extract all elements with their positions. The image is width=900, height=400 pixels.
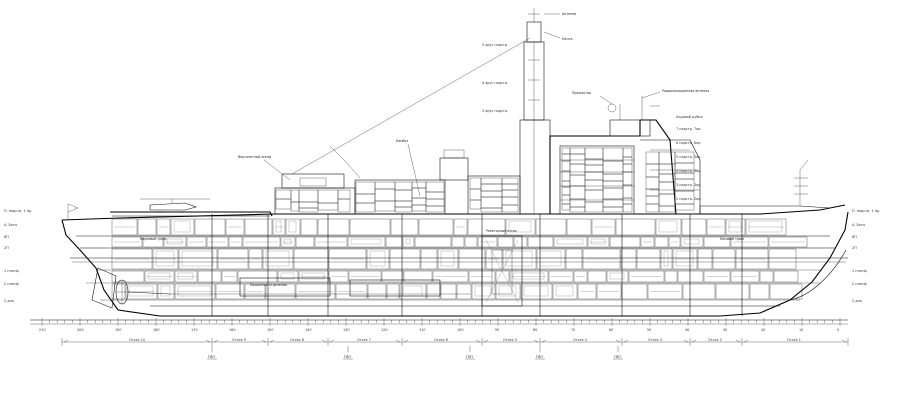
level-label: 2П [852,246,857,250]
compartment-label: Отсек 5 [503,338,517,342]
machinery [170,235,523,307]
frame-number: 100 [457,328,463,332]
compartment-label: Отсек 2 [708,338,722,342]
callout-label: Прожектор [572,91,591,95]
callout-label: Радиолокационная антенна [662,89,709,93]
mast-level-label: 3 ярус надстр. [482,109,508,113]
frame-number: 0 [837,328,839,332]
tier-label: 5 надстр. 5яр. [676,155,701,159]
compartment-label: Отсек 7 [357,338,371,342]
transverse-bulkheads [211,214,743,316]
internal-decks [76,235,836,307]
level-label: П. надстр. 1 яр. [852,209,880,213]
callout-label: Мачта [562,37,572,41]
frame-number: 150 [267,328,273,332]
callout-label: Кормовой трюм [140,237,167,241]
mast-level-label: 4 ярус надстр. [482,81,508,85]
level-label: 2 платф. [852,282,868,286]
tier-label: 7 надстр. 7яр. [676,127,701,131]
level-label: 2П [4,246,9,250]
callout-label: Камбуз [396,139,408,143]
level-label: 2 дно [852,299,862,303]
tier-label: 6 надстр. 6яр. [676,141,701,145]
compartment-label: Отсек 1 [787,338,801,342]
compartment-label: Отсек 8 [290,338,304,342]
level-label: 2 платф. [4,282,20,286]
callouts: Антенна Мачта Прожектор Радиолокационная… [140,12,745,287]
frame-number: 210 [39,328,45,332]
frame-number: 200 [77,328,83,332]
level-label: П. надстр. 1 яр. [4,209,32,213]
frame-number: 160 [229,328,235,332]
mast-level-labels: 5 ярус надстр. 4 ярус надстр. 3 ярус над… [482,43,508,113]
callout-label: Вертолетный ангар [238,155,271,159]
right-level-labels: П. надстр. 1 яр. А. Бота ВП 2П 1 платф. … [852,209,880,303]
aft-mast-wire [329,145,361,179]
level-label: ВП [4,235,9,239]
bulkhead-marks: ГВП ГВП ГВП ГВП ГВП [207,346,623,360]
callout-label: Носовой трюм [720,237,745,241]
mast-level-label: 5 ярус надстр. [482,43,508,47]
callout-label: Машинное отделение [250,283,287,287]
tier-label: 3 надстр. 3яр. [676,183,701,187]
frame-number: 140 [305,328,311,332]
tier-label: Ходовой рубка [676,115,703,119]
level-label: ВП [852,235,857,239]
frame-number: 90 [495,328,499,332]
gvp-mark: ГВП [208,355,215,359]
gvp-mark: ГВП [344,355,351,359]
main-mast [519,8,551,215]
compartment-scale: Отсек 10 Отсек 9 Отсек 8 Отсек 7 Отсек 6 Отсе… [61,338,849,346]
callout-label: Реакторный отсек [486,229,517,233]
left-level-labels: П. надстр. 1 яр. А. Бота ВП 2П 1 платф. … [4,209,32,303]
level-label: 2 дно [4,299,14,303]
fwd-superstructure [549,96,701,215]
frame-number: 20 [761,328,765,332]
tier-label: 2 надстр. 2яр. [676,197,701,201]
tier-labels: Ходовой рубка 7 надстр. 7яр. 6 надстр. 6… [676,115,703,201]
frame-number: 180 [153,328,159,332]
frame-number: 10 [799,328,803,332]
frame-number: 70 [571,328,575,332]
compartment-label: Отсек 10 [129,338,145,342]
frame-number: 120 [381,328,387,332]
forecastle [699,159,831,214]
frame-number: 40 [685,328,689,332]
gvp-mark: ГВП [536,355,543,359]
frame-number: 60 [609,328,613,332]
level-label: 1 платф. [4,269,20,273]
frame-number: 80 [533,328,537,332]
tier-label: 4 надстр. 4яр. [676,169,701,173]
frame-number: 110 [419,328,425,332]
level-label: 1 платф. [852,269,868,273]
hull-outline [61,204,849,317]
callout-label: Антенна [562,12,576,16]
level-label: А. Бота [852,223,865,227]
frame-number: 30 [723,328,727,332]
frame-number: 130 [343,328,349,332]
aft-superstructure [67,149,521,220]
gvp-mark: ГВП [614,355,621,359]
frame-number: 190 [115,328,121,332]
compartment-label: Отсек 3 [648,338,662,342]
frame-number: 170 [191,328,197,332]
level-label: А. Бота [4,223,17,227]
compartment-label: Отсек 9 [232,338,246,342]
gvp-mark: ГВП [466,355,473,359]
interior-rooms [111,147,808,300]
frame-number: 50 [647,328,651,332]
stay-wire [291,37,531,175]
compartment-label: Отсек 4 [573,338,587,342]
compartment-label: Отсек 6 [434,338,448,342]
rudder-propeller [91,267,171,309]
